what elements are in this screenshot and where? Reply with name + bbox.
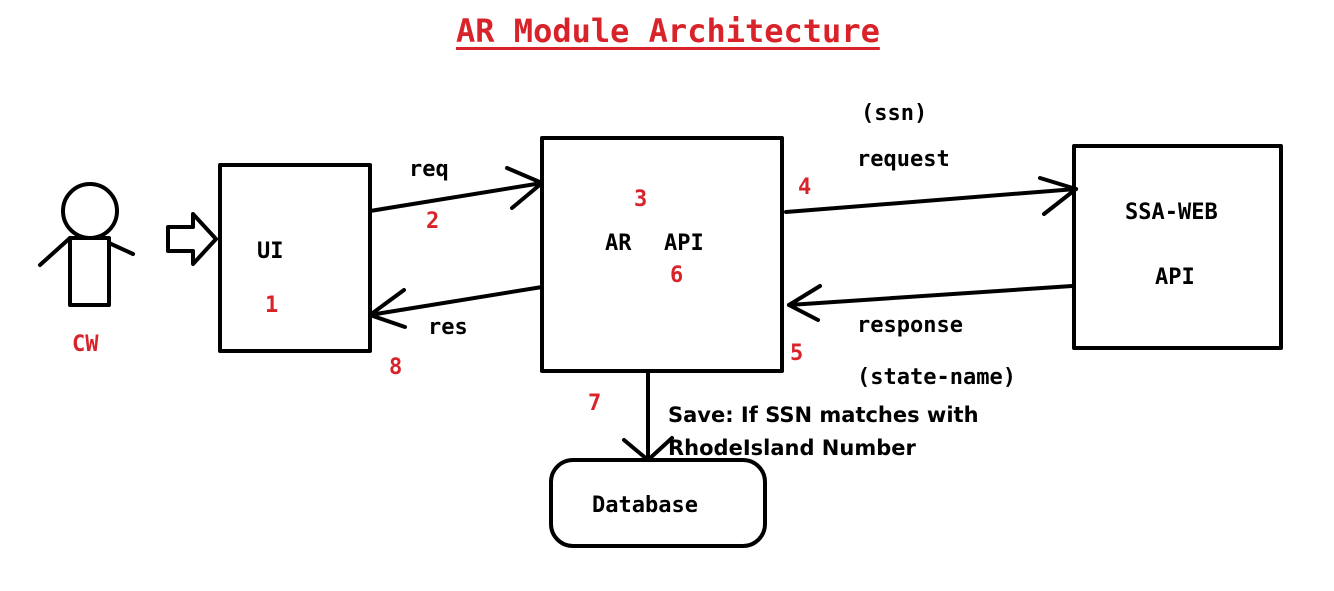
database-box xyxy=(549,458,767,548)
stick-figure-icon xyxy=(38,182,135,307)
page-title: AR Module Architecture xyxy=(456,12,880,50)
res-arrow xyxy=(368,285,544,329)
res-label: res xyxy=(428,315,468,340)
step-number: 3 xyxy=(634,187,648,212)
save-arrow xyxy=(622,371,674,462)
save-note-line2: RhodeIsland Number xyxy=(668,436,916,460)
ar-api-box xyxy=(540,136,784,373)
ar-label: AR xyxy=(605,231,632,256)
ssa-web-label: SSA-WEB xyxy=(1125,200,1218,225)
req-label: req xyxy=(409,157,449,182)
state-name-label: (state-name) xyxy=(857,365,1016,390)
response-arrow xyxy=(787,284,1074,322)
request-arrow xyxy=(784,176,1078,216)
save-note-line1: Save: If SSN matches with xyxy=(668,403,979,427)
step-number: 8 xyxy=(389,355,403,380)
step-number: 6 xyxy=(670,263,684,288)
step-number: 2 xyxy=(426,209,440,234)
response-label: response xyxy=(857,313,963,338)
ssa-web-api-box xyxy=(1072,144,1283,350)
step-number: 4 xyxy=(798,175,812,200)
step-number: 7 xyxy=(588,391,602,416)
ui-label: UI xyxy=(257,239,284,264)
ssn-label: (ssn) xyxy=(861,101,928,126)
ssa-api-label: API xyxy=(1155,265,1195,290)
req-arrow xyxy=(368,166,544,213)
actor-label: CW xyxy=(72,332,99,357)
ui-box xyxy=(218,163,372,353)
step-number: 1 xyxy=(265,293,279,318)
step-number: 5 xyxy=(790,341,804,366)
hollow-arrow-icon xyxy=(166,212,218,266)
request-label: request xyxy=(857,147,950,172)
database-label: Database xyxy=(592,493,698,518)
api-label: API xyxy=(664,231,704,256)
